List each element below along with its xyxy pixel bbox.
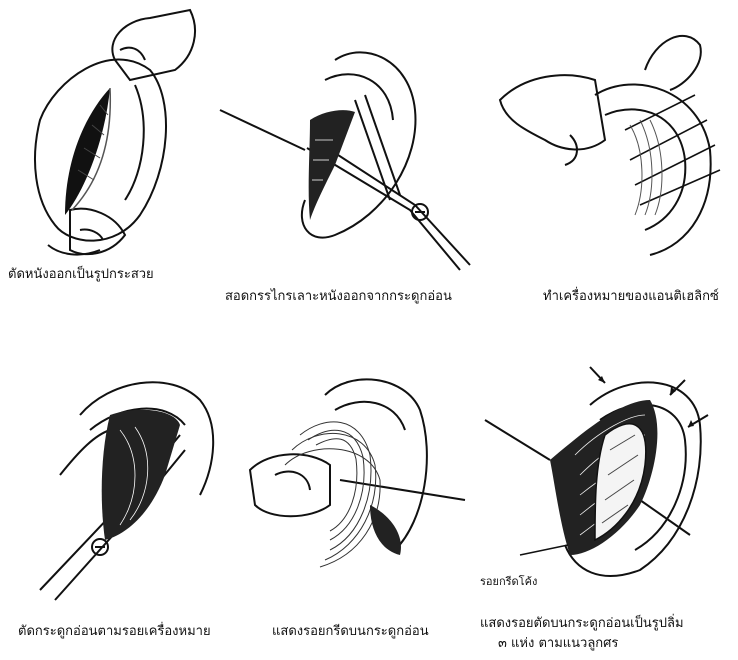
panel-scoring-cartilage: แสดงรอยกรีดบนกระดูกอ่อน <box>230 355 480 605</box>
panel-marking-antihelix: ทำเครื่องหมายของแอนติเฮลิกซ์ <box>485 0 738 280</box>
caption-cutting-cartilage: ตัดกระดูกอ่อนตามรอยเครื่องหมาย <box>18 620 211 641</box>
scoring-cartilage-illustration <box>230 355 480 605</box>
panel-cutting-cartilage: ตัดกระดูกอ่อนตามรอยเครื่องหมาย <box>0 355 230 605</box>
caption-skin-excision: ตัดหนังออกเป็นรูปกระสวย <box>8 263 154 284</box>
caption-wedge-excisions-line1: แสดงรอยตัดบนกระดูกอ่อนเป็นรูปลิ่ม <box>480 612 684 633</box>
ear-skin-excision-illustration <box>0 0 230 280</box>
caption-wedge-excisions-line2: ๓ แห่ง ตามแนวลูกศร <box>498 632 618 653</box>
cutting-cartilage-illustration <box>0 355 230 605</box>
caption-scoring-cartilage: แสดงรอยกรีดบนกระดูกอ่อน <box>272 620 429 641</box>
wedge-excisions-illustration <box>480 355 738 605</box>
marking-antihelix-illustration <box>485 0 738 280</box>
label-curved-incision: รอยกรีดโค้ง <box>480 572 537 590</box>
scissors-undermining-illustration <box>215 0 485 280</box>
caption-scissors-undermining: สอดกรรไกรเลาะหนังออกจากกระดูกอ่อน <box>225 285 452 306</box>
panel-skin-excision: ตัดหนังออกเป็นรูปกระสวย <box>0 0 230 280</box>
panel-wedge-excisions: รอยกรีดโค้ง แสดงรอยตัดบนกระดูกอ่อนเป็นรู… <box>480 355 738 605</box>
panel-scissors-undermining: สอดกรรไกรเลาะหนังออกจากกระดูกอ่อน <box>215 0 485 280</box>
caption-marking-antihelix: ทำเครื่องหมายของแอนติเฮลิกซ์ <box>543 285 719 306</box>
